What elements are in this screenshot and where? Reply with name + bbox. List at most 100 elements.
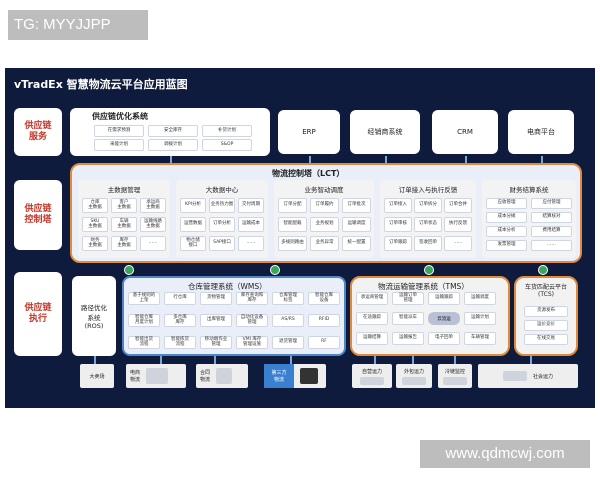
- group-item: 交付周期: [238, 198, 264, 213]
- wms-item: 智能出货 流程: [128, 336, 160, 349]
- system-dealer: 经销商系统: [350, 110, 420, 154]
- group-item: 车辆 主数据: [111, 217, 137, 232]
- group-item: ……: [531, 240, 572, 251]
- group-item: 发票管理: [486, 240, 527, 251]
- tms-item: 承运商管理: [356, 292, 388, 305]
- endpoint-outsourced: 外包运力: [396, 364, 432, 388]
- tms-item: 运输跟踪: [428, 292, 460, 305]
- endpoint-label: 社会运力: [532, 373, 553, 380]
- wms-item: 库存查询和 库存: [236, 292, 268, 305]
- group-title: 主数据管理: [107, 186, 141, 194]
- laptop-icon: [146, 368, 169, 384]
- sync-icon: [424, 265, 434, 275]
- tms-item: 运输计划: [464, 312, 496, 325]
- wms-item: 移动端作业 管理: [200, 336, 232, 349]
- wms-item: RFID: [308, 314, 340, 327]
- sync-icon: [538, 265, 548, 275]
- connector-arrow: [412, 356, 414, 364]
- group-item: 订单批次: [342, 198, 371, 213]
- group-item: 业务规划: [310, 217, 339, 232]
- lct-group-finance: 财务结算系统 应收管理 应付管理 成本分摊 结算核对 成本分析 费用结算 发票管…: [482, 180, 576, 258]
- optimization-box: 供应链优化系统 在需求预测 安全库存 补货计划 采能计划 调拨计划 S&OP: [70, 108, 270, 156]
- lct-group-bigdata: 大数据中心 KPI分析 业务热力图 交付周期 运营数据 订单分析 运输成本 物仓…: [176, 180, 268, 258]
- group-item: 运输成本: [238, 217, 264, 232]
- cloud-icon: 云流运: [428, 312, 460, 325]
- endpoint-label: 电商 物流: [130, 370, 141, 383]
- tcs-box: 车货匹配云平台 (TCS) 货源发布 运价竞价 在线交易: [514, 276, 578, 356]
- endpoint-3pl: 第三方 物流: [264, 364, 326, 388]
- ros-box: 路径优化 系统 (ROS): [72, 276, 116, 356]
- endpoint-hypermarket: 大卖场: [80, 364, 114, 388]
- group-item: 订单分析: [209, 217, 235, 232]
- tms-item: 智能派车: [392, 312, 424, 325]
- group-item: 成本分摊: [486, 212, 527, 223]
- wms-item: AS/RS: [272, 314, 304, 327]
- connector-arrow: [170, 156, 172, 164]
- endpoint-label: 第三方 物流: [264, 364, 294, 388]
- group-item: 运输线路 主数据: [140, 217, 166, 232]
- group-item: 智能配载: [278, 217, 307, 232]
- group-item: 物仓储 接口: [180, 236, 206, 251]
- endpoint-label: 外包运力: [403, 368, 424, 375]
- tms-item: 车辆管理: [464, 332, 496, 345]
- group-item: KPI分析: [180, 198, 206, 213]
- group-item: 费用结算: [531, 226, 572, 237]
- row-label-services: 供应链 服务: [14, 108, 62, 156]
- endpoint-label: 冷链监控: [444, 368, 465, 375]
- connector-arrow: [385, 156, 387, 164]
- tms-item: 运输报告: [392, 332, 424, 345]
- truck-icon: [402, 376, 426, 385]
- group-item: SAP接口: [209, 236, 235, 251]
- tms-item: 运输结算: [356, 332, 388, 345]
- group-item: 订单合并: [444, 198, 472, 213]
- page-title: vTradEx 智慧物流云平台应用蓝图: [14, 78, 188, 91]
- group-title: 财务结算系统: [509, 186, 549, 194]
- group-item: 应收管理: [486, 198, 527, 209]
- group-item: ……: [140, 236, 166, 251]
- endpoint-social: 社会运力: [478, 364, 578, 388]
- lct-title: 物流控制塔（LCT）: [272, 169, 345, 178]
- wms-item: 智能拣货 流程: [164, 336, 196, 349]
- wms-item: VMI 库存 管理设施: [236, 336, 268, 349]
- group-item: 承运商 主数据: [140, 198, 166, 213]
- group-item: 多规则路由: [278, 236, 307, 251]
- group-item: 订单接入: [384, 198, 412, 213]
- lct-group-orders: 订单接入与执行反馈 订单接入 订单拆分 订单合并 订单审核 订单状态 执行反馈 …: [380, 180, 476, 258]
- tcs-item: 货源发布: [524, 306, 568, 317]
- truck-icon: [443, 376, 467, 385]
- sync-icon: [124, 265, 134, 275]
- group-item: 运输调度: [342, 217, 371, 232]
- tcs-title: 车货匹配云平台 (TCS): [524, 284, 567, 298]
- endpoint-own-fleet: 自营运力: [352, 364, 392, 388]
- group-item: 成本分析: [486, 226, 527, 237]
- group-item: 应付管理: [531, 198, 572, 209]
- group-item: 订单状态: [414, 217, 442, 232]
- connector-arrow: [214, 356, 216, 364]
- wms-item: 多仓库 库存: [164, 314, 196, 327]
- group-item: 运营数据: [180, 217, 206, 232]
- connector-arrow: [454, 356, 456, 364]
- truck-icon: [360, 376, 384, 385]
- opt-item: 调拨计划: [148, 139, 198, 151]
- connector-arrow: [465, 156, 467, 164]
- wms-grid: 基于规则的 上架 行仓库 货物管理 库存查询和 库存 仓库管理 标签 智能仓库 …: [128, 292, 340, 352]
- group-item: ……: [238, 236, 264, 251]
- group-title: 订单接入与执行反馈: [398, 186, 458, 194]
- wms-item: 智能仓库 月度计划: [128, 314, 160, 327]
- connector-arrow: [290, 356, 292, 364]
- wms-item: 货物管理: [200, 292, 232, 305]
- group-item: 客户 主数据: [111, 198, 137, 213]
- tms-item: 在途跟踪: [356, 312, 388, 325]
- wms-item: 基于规则的 上架: [128, 292, 160, 305]
- group-title: 业务智动调度: [304, 186, 344, 194]
- car-icon: [502, 371, 527, 381]
- opt-item: 在需求预测: [94, 125, 144, 137]
- wms-item: 出库管理: [200, 314, 232, 327]
- lct-group-dispatch: 业务智动调度 订单分配 订单履约 订单批次 智能配载 业务规划 运输调度 多规则…: [274, 180, 374, 258]
- endpoint-ecommerce: 电商 物流: [126, 364, 186, 388]
- group-item: 订单拆分: [414, 198, 442, 213]
- group-item: 业务异常: [310, 236, 339, 251]
- wms-item: 自动化设备 管理: [236, 314, 268, 327]
- wms-item: RF: [308, 336, 340, 349]
- tms-grid: 承运商管理 运输订单 管理 运输跟踪 运输调度 在途跟踪 智能派车 云流运 运输…: [356, 292, 506, 352]
